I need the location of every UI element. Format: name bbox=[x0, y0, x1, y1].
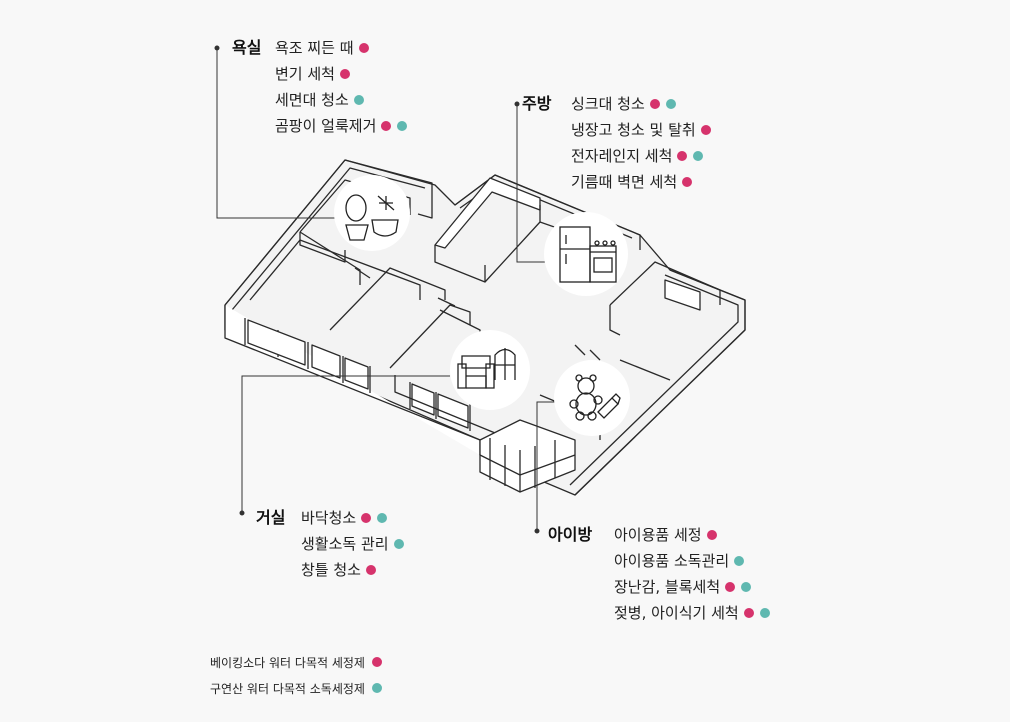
teal-dot-icon bbox=[397, 121, 408, 131]
pink-dot-icon bbox=[361, 513, 372, 523]
teal-dot-icon bbox=[759, 608, 770, 618]
task-label: 싱크대 청소 bbox=[571, 95, 645, 113]
pink-dot-icon bbox=[358, 43, 369, 53]
task-item: 젖병, 아이식기 세척 bbox=[614, 600, 770, 626]
task-item: 곰팡이 얼룩제거 bbox=[275, 113, 408, 139]
room-title-living: 거실 bbox=[256, 508, 286, 527]
teal-dot-icon bbox=[371, 683, 382, 693]
task-label: 아이용품 소독관리 bbox=[614, 552, 730, 570]
pink-dot-icon bbox=[743, 608, 754, 618]
teal-dot-icon bbox=[393, 539, 404, 549]
task-item: 전자레인지 세척 bbox=[571, 143, 711, 169]
task-label: 기름때 벽면 세척 bbox=[571, 173, 678, 191]
pink-dot-icon bbox=[381, 121, 392, 131]
pink-dot-icon bbox=[682, 177, 693, 187]
task-label: 세면대 청소 bbox=[275, 91, 349, 109]
pink-dot-icon bbox=[725, 582, 736, 592]
task-item: 생활소독 관리 bbox=[301, 531, 404, 557]
task-item: 아이용품 소독관리 bbox=[614, 548, 770, 574]
pink-dot-icon bbox=[365, 565, 376, 575]
task-item: 변기 세척 bbox=[275, 61, 407, 87]
toilet-bath-icon bbox=[345, 194, 399, 241]
legend-item-baking-soda: 베이킹소다 워터 다목적 세정제 bbox=[210, 652, 382, 672]
task-label: 창틀 청소 bbox=[301, 561, 361, 579]
teddy-bear-bottle-icon bbox=[569, 374, 621, 421]
task-item: 아이용품 세정 bbox=[614, 522, 770, 548]
fridge-stove-icon bbox=[559, 226, 617, 283]
pink-dot-icon bbox=[700, 125, 711, 135]
task-item: 창틀 청소 bbox=[301, 557, 404, 583]
task-item: 냉장고 청소 및 탈취 bbox=[571, 117, 711, 143]
pink-dot-icon bbox=[677, 151, 688, 161]
room-title-bathroom: 욕실 bbox=[232, 38, 262, 57]
task-label: 변기 세척 bbox=[275, 65, 335, 83]
pink-dot-icon bbox=[706, 530, 717, 540]
sofa-window-icon bbox=[457, 348, 516, 389]
legend-item-citric-acid: 구연산 워터 다목적 소독세정제 bbox=[210, 678, 382, 698]
task-item: 욕조 찌든 때 bbox=[275, 35, 407, 61]
teal-dot-icon bbox=[353, 95, 364, 105]
task-item: 장난감, 블록세척 bbox=[614, 574, 770, 600]
task-label: 젖병, 아이식기 세척 bbox=[614, 604, 739, 622]
teal-dot-icon bbox=[741, 582, 752, 592]
teal-dot-icon bbox=[734, 556, 745, 566]
room-title-kids: 아이방 bbox=[548, 525, 593, 544]
task-item: 세면대 청소 bbox=[275, 87, 407, 113]
legend: 베이킹소다 워터 다목적 세정제 구연산 워터 다목적 소독세정제 bbox=[210, 652, 382, 704]
task-label: 냉장고 청소 및 탈취 bbox=[571, 121, 696, 139]
task-label: 바닥청소 bbox=[301, 509, 357, 527]
pink-dot-icon bbox=[649, 99, 660, 109]
task-item: 싱크대 청소 bbox=[571, 91, 711, 117]
task-item: 기름때 벽면 세척 bbox=[571, 169, 711, 195]
pink-dot-icon bbox=[371, 657, 382, 667]
task-label: 곰팡이 얼룩제거 bbox=[275, 117, 377, 135]
task-label: 생활소독 관리 bbox=[301, 535, 389, 553]
task-label: 욕조 찌든 때 bbox=[275, 39, 354, 57]
teal-dot-icon bbox=[665, 99, 676, 109]
pink-dot-icon bbox=[339, 69, 350, 79]
teal-dot-icon bbox=[693, 151, 704, 161]
task-item: 바닥청소 bbox=[301, 505, 404, 531]
task-label: 아이용품 세정 bbox=[614, 526, 702, 544]
legend-label: 구연산 워터 다목적 소독세정제 bbox=[210, 681, 365, 696]
legend-label: 베이킹소다 워터 다목적 세정제 bbox=[210, 655, 365, 670]
room-title-kitchen: 주방 bbox=[522, 94, 552, 113]
teal-dot-icon bbox=[377, 513, 388, 523]
task-label: 전자레인지 세척 bbox=[571, 147, 673, 165]
task-label: 장난감, 블록세척 bbox=[614, 578, 721, 596]
